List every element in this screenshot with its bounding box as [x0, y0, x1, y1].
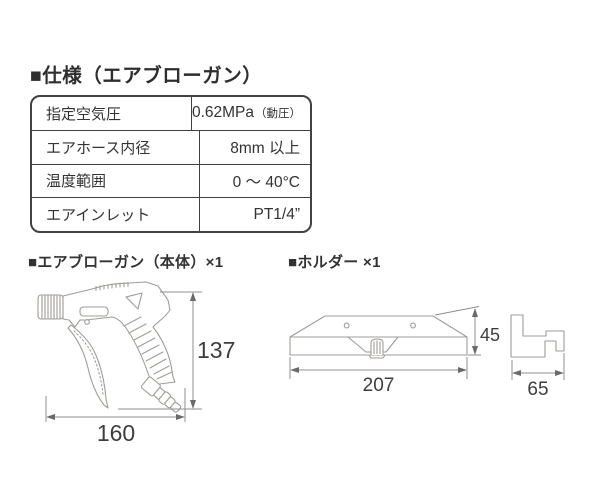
spec-value: PT1/4”	[200, 198, 310, 231]
table-row: 温度範囲 0 ～ 40°C	[32, 163, 310, 198]
gun-line-art	[37, 281, 182, 413]
gun-crest-ribs	[95, 282, 129, 291]
gun-width-dimension: 160	[97, 420, 135, 446]
gun-height-dimension: 137	[197, 337, 235, 363]
holder-front-line-art	[289, 315, 468, 359]
spec-label: 指定空気圧	[32, 97, 192, 130]
holder-depth-dimension: 65	[527, 379, 548, 400]
holder-side-drawing: 65	[510, 314, 565, 400]
spec-value-note: （動圧）	[255, 108, 301, 121]
holder-width-dimension: 207	[363, 375, 395, 396]
gun-label-plate	[79, 306, 109, 317]
spec-value-main: 8mm 以上	[230, 140, 300, 158]
gun-handle-ribs	[123, 316, 173, 380]
page-title: ■仕様（エアブローガン）	[30, 65, 263, 87]
spec-value: 0 ～ 40°C	[200, 165, 310, 198]
gun-trigger-grip-dots	[73, 330, 104, 396]
holder-screw-hole-left	[343, 322, 350, 329]
gun-triangle-cutout	[125, 292, 143, 310]
spec-value-main: PT1/4”	[253, 205, 300, 223]
table-row: エアホース内径 8mm 以上	[32, 129, 310, 164]
table-row: エアインレット PT1/4”	[32, 197, 310, 231]
spec-value: 8mm 以上	[200, 131, 310, 164]
holder-front-drawing: 45 207	[289, 306, 500, 396]
spec-value-main: 0 ～ 40°C	[232, 173, 300, 191]
holder-side-dimension-lines	[511, 353, 565, 380]
spec-value: 0.62MPa（動圧）	[192, 97, 310, 130]
gun-drawing: 137 160	[37, 281, 235, 446]
table-row: 指定空気圧 0.62MPa（動圧）	[32, 97, 310, 130]
holder-hook-profile	[510, 314, 565, 358]
gun-screw	[84, 319, 90, 325]
holder-item-label: ■ホルダー ×1	[288, 254, 381, 271]
gun-trigger	[67, 324, 109, 409]
spec-label: エアインレット	[32, 198, 200, 231]
holder-height-dimension: 45	[480, 325, 500, 345]
gun-nozzle-ribs	[41, 294, 61, 320]
gun-item-label: ■エアブローガン（本体）×1	[28, 254, 224, 271]
gun-dimension-lines	[45, 291, 202, 422]
spec-value-main: 0.62MPa	[191, 104, 254, 122]
spec-label: エアホース内径	[32, 130, 200, 164]
holder-side-line-art	[510, 314, 565, 358]
gun-hose-barb	[140, 376, 182, 413]
spec-table: 指定空気圧 0.62MPa（動圧） エアホース内径 8mm 以上 温度範囲 0 …	[30, 95, 312, 233]
holder-front-dimension-lines	[289, 306, 481, 379]
holder-screw-hole-right	[410, 322, 416, 329]
spec-label: 温度範囲	[32, 164, 200, 198]
